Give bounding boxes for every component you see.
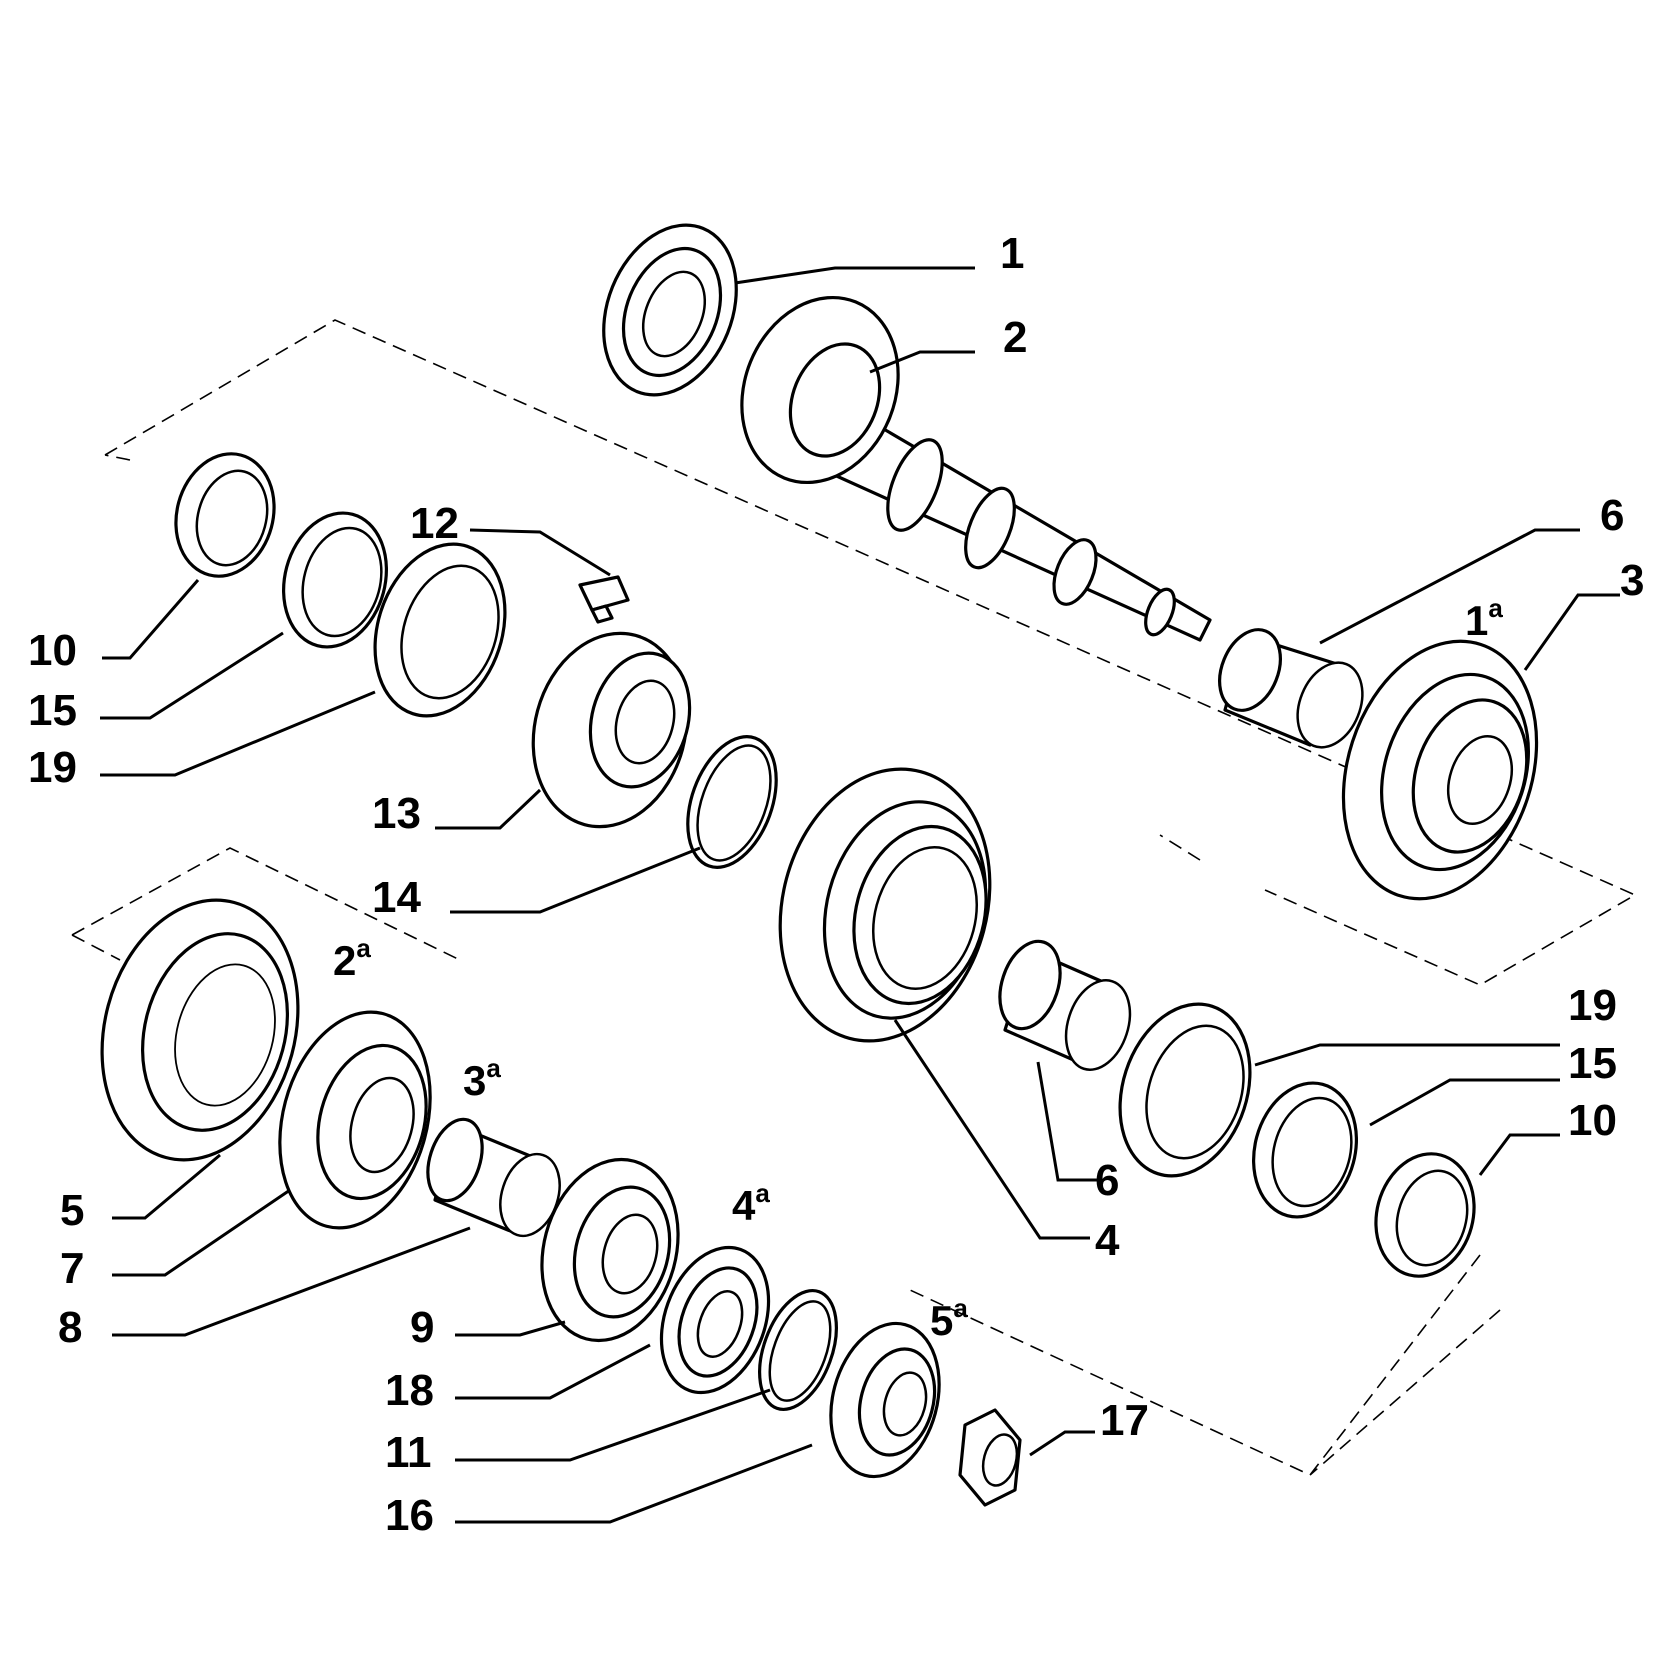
key-part-12 bbox=[578, 575, 630, 624]
callout-17: 17 bbox=[1100, 1396, 1149, 1445]
callout-5: 5 bbox=[60, 1186, 84, 1235]
callout-15-upper: 15 bbox=[28, 686, 77, 735]
callout-12: 12 bbox=[410, 499, 459, 548]
callout-13: 13 bbox=[372, 789, 421, 838]
callout-19-lower: 19 bbox=[1568, 981, 1617, 1030]
synchro-ring-part-19-upper bbox=[373, 542, 507, 718]
bearing-part-1 bbox=[602, 223, 738, 397]
callout-6-upper: 6 bbox=[1600, 491, 1624, 540]
gear-part-16 bbox=[829, 1321, 941, 1479]
gear-label-2a: 2a bbox=[333, 933, 371, 984]
callout-10-upper: 10 bbox=[28, 626, 77, 675]
gear-label-1a: 1a bbox=[1465, 593, 1503, 644]
callout-1: 1 bbox=[1000, 229, 1024, 278]
cone-part-15-upper bbox=[281, 511, 389, 649]
upper-group-outline bbox=[104, 319, 1637, 986]
bushing-part-8 bbox=[426, 1117, 561, 1238]
callout-15-lower: 15 bbox=[1568, 1039, 1617, 1088]
callout-11: 11 bbox=[385, 1428, 432, 1477]
callout-10-lower: 10 bbox=[1568, 1096, 1617, 1145]
nut-part-17 bbox=[958, 1408, 1022, 1507]
needle-bearing-part-6-lower bbox=[998, 939, 1132, 1071]
synchro-ring-part-19-lower bbox=[1118, 1002, 1252, 1178]
callout-14: 14 bbox=[372, 873, 421, 922]
gear-label-3a: 3a bbox=[463, 1053, 501, 1104]
gear-part-7 bbox=[278, 1010, 432, 1230]
shim-part-11 bbox=[758, 1288, 838, 1412]
callout-19-upper: 19 bbox=[28, 743, 77, 792]
callout-7: 7 bbox=[60, 1244, 84, 1293]
ring-part-10-lower bbox=[1374, 1152, 1476, 1278]
needle-bearing-part-6-upper bbox=[1218, 628, 1364, 749]
leader-lines bbox=[100, 266, 1620, 1524]
input-shaft-part-2 bbox=[740, 295, 1212, 642]
sleeve-part-4 bbox=[778, 767, 992, 1043]
callout-4: 4 bbox=[1095, 1216, 1120, 1265]
callout-9: 9 bbox=[410, 1303, 434, 1352]
lower-group-outline bbox=[71, 847, 1501, 1476]
callout-6-lower: 6 bbox=[1095, 1156, 1119, 1205]
gear-label-5a: 5a bbox=[930, 1293, 968, 1344]
gear-part-5 bbox=[100, 898, 300, 1162]
callout-18: 18 bbox=[385, 1366, 434, 1415]
callout-8: 8 bbox=[58, 1303, 82, 1352]
callout-16: 16 bbox=[385, 1491, 434, 1540]
ring-part-10-upper bbox=[174, 452, 276, 578]
synchro-hub-part-13 bbox=[531, 631, 692, 829]
callout-2: 2 bbox=[1003, 313, 1027, 362]
cone-part-15-lower bbox=[1251, 1081, 1359, 1219]
bearing-part-18 bbox=[659, 1245, 771, 1395]
gear-part-9 bbox=[540, 1157, 680, 1343]
gear-part-3 bbox=[1341, 639, 1539, 901]
gear-label-4a: 4a bbox=[732, 1178, 770, 1229]
callout-3: 3 bbox=[1620, 556, 1644, 605]
snap-ring-part-14 bbox=[686, 735, 778, 869]
